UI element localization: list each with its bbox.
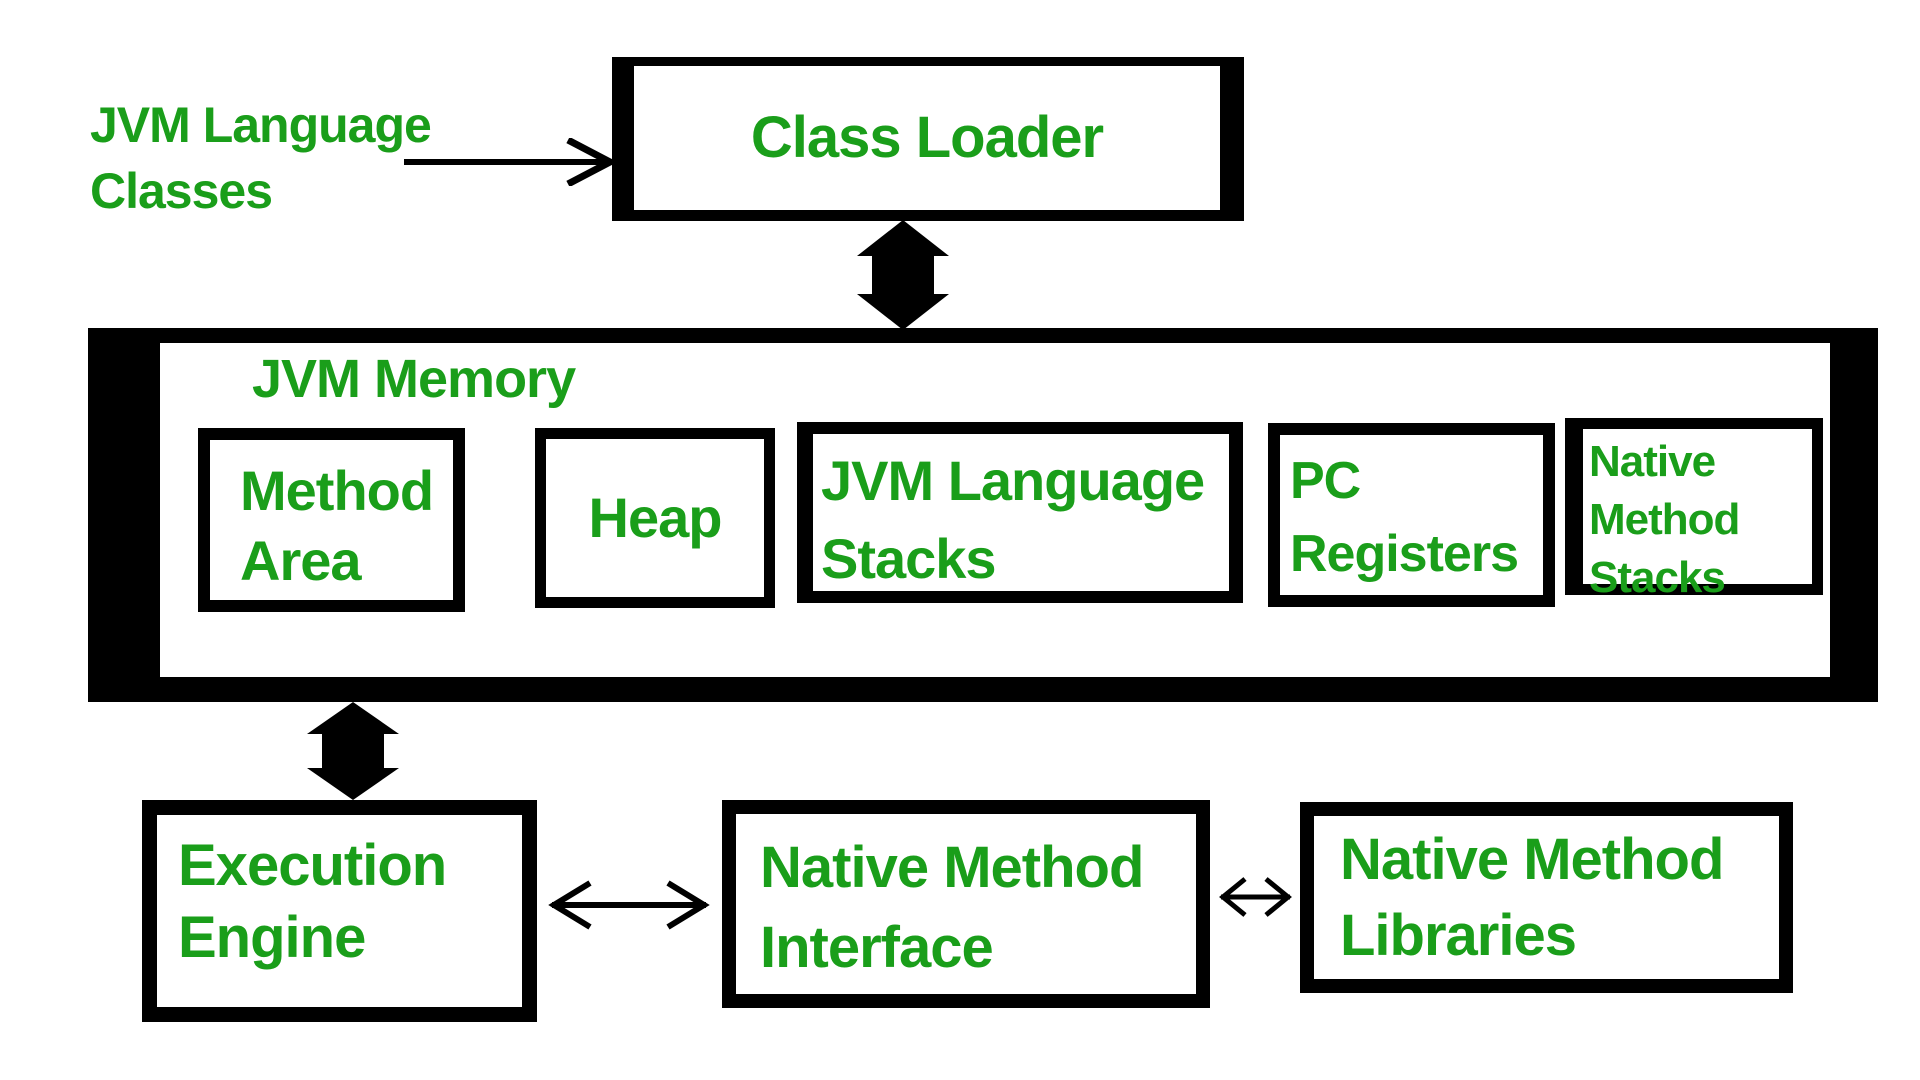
jvm-language-stacks-label: JVM Language Stacks (821, 449, 1205, 590)
jvm-language-classes-label: JVM Language Classes (90, 97, 432, 219)
jvm-memory-label: JVM Memory (252, 349, 576, 409)
native-method-stacks-box: Native Method Stacks (1565, 418, 1823, 602)
double-arrow-vertical-icon (307, 702, 399, 800)
arrow-right-icon (402, 138, 618, 186)
method-area-label: Method Area (240, 459, 434, 592)
pc-registers-label: PC Registers (1290, 452, 1519, 583)
pc-registers-box: PC Registers (1268, 423, 1555, 607)
native-method-interface-label: Native Method Interface (760, 835, 1144, 980)
class-loader-box: Class Loader (612, 57, 1244, 221)
execution-engine-label: Execution Engine (178, 833, 447, 970)
native-method-stacks-label: Native Method Stacks (1589, 437, 1740, 602)
double-arrow-vertical-icon (857, 220, 949, 330)
native-method-interface-box: Native Method Interface (722, 800, 1210, 1008)
class-loader-label: Class Loader (750, 104, 1104, 170)
jvm-language-stacks-box: JVM Language Stacks (797, 422, 1243, 603)
execution-engine-box: Execution Engine (142, 800, 537, 1022)
jvm-memory-box: JVM Memory Method Area Heap JVM Language… (88, 328, 1878, 702)
heap-label: Heap (588, 485, 723, 549)
heap-box: Heap (535, 428, 775, 608)
double-arrow-horizontal-icon (538, 877, 720, 933)
method-area-box: Method Area (198, 428, 465, 612)
double-arrow-horizontal-icon (1211, 873, 1300, 921)
native-method-libraries-label: Native Method Libraries (1340, 827, 1724, 968)
native-method-libraries-box: Native Method Libraries (1300, 802, 1793, 993)
